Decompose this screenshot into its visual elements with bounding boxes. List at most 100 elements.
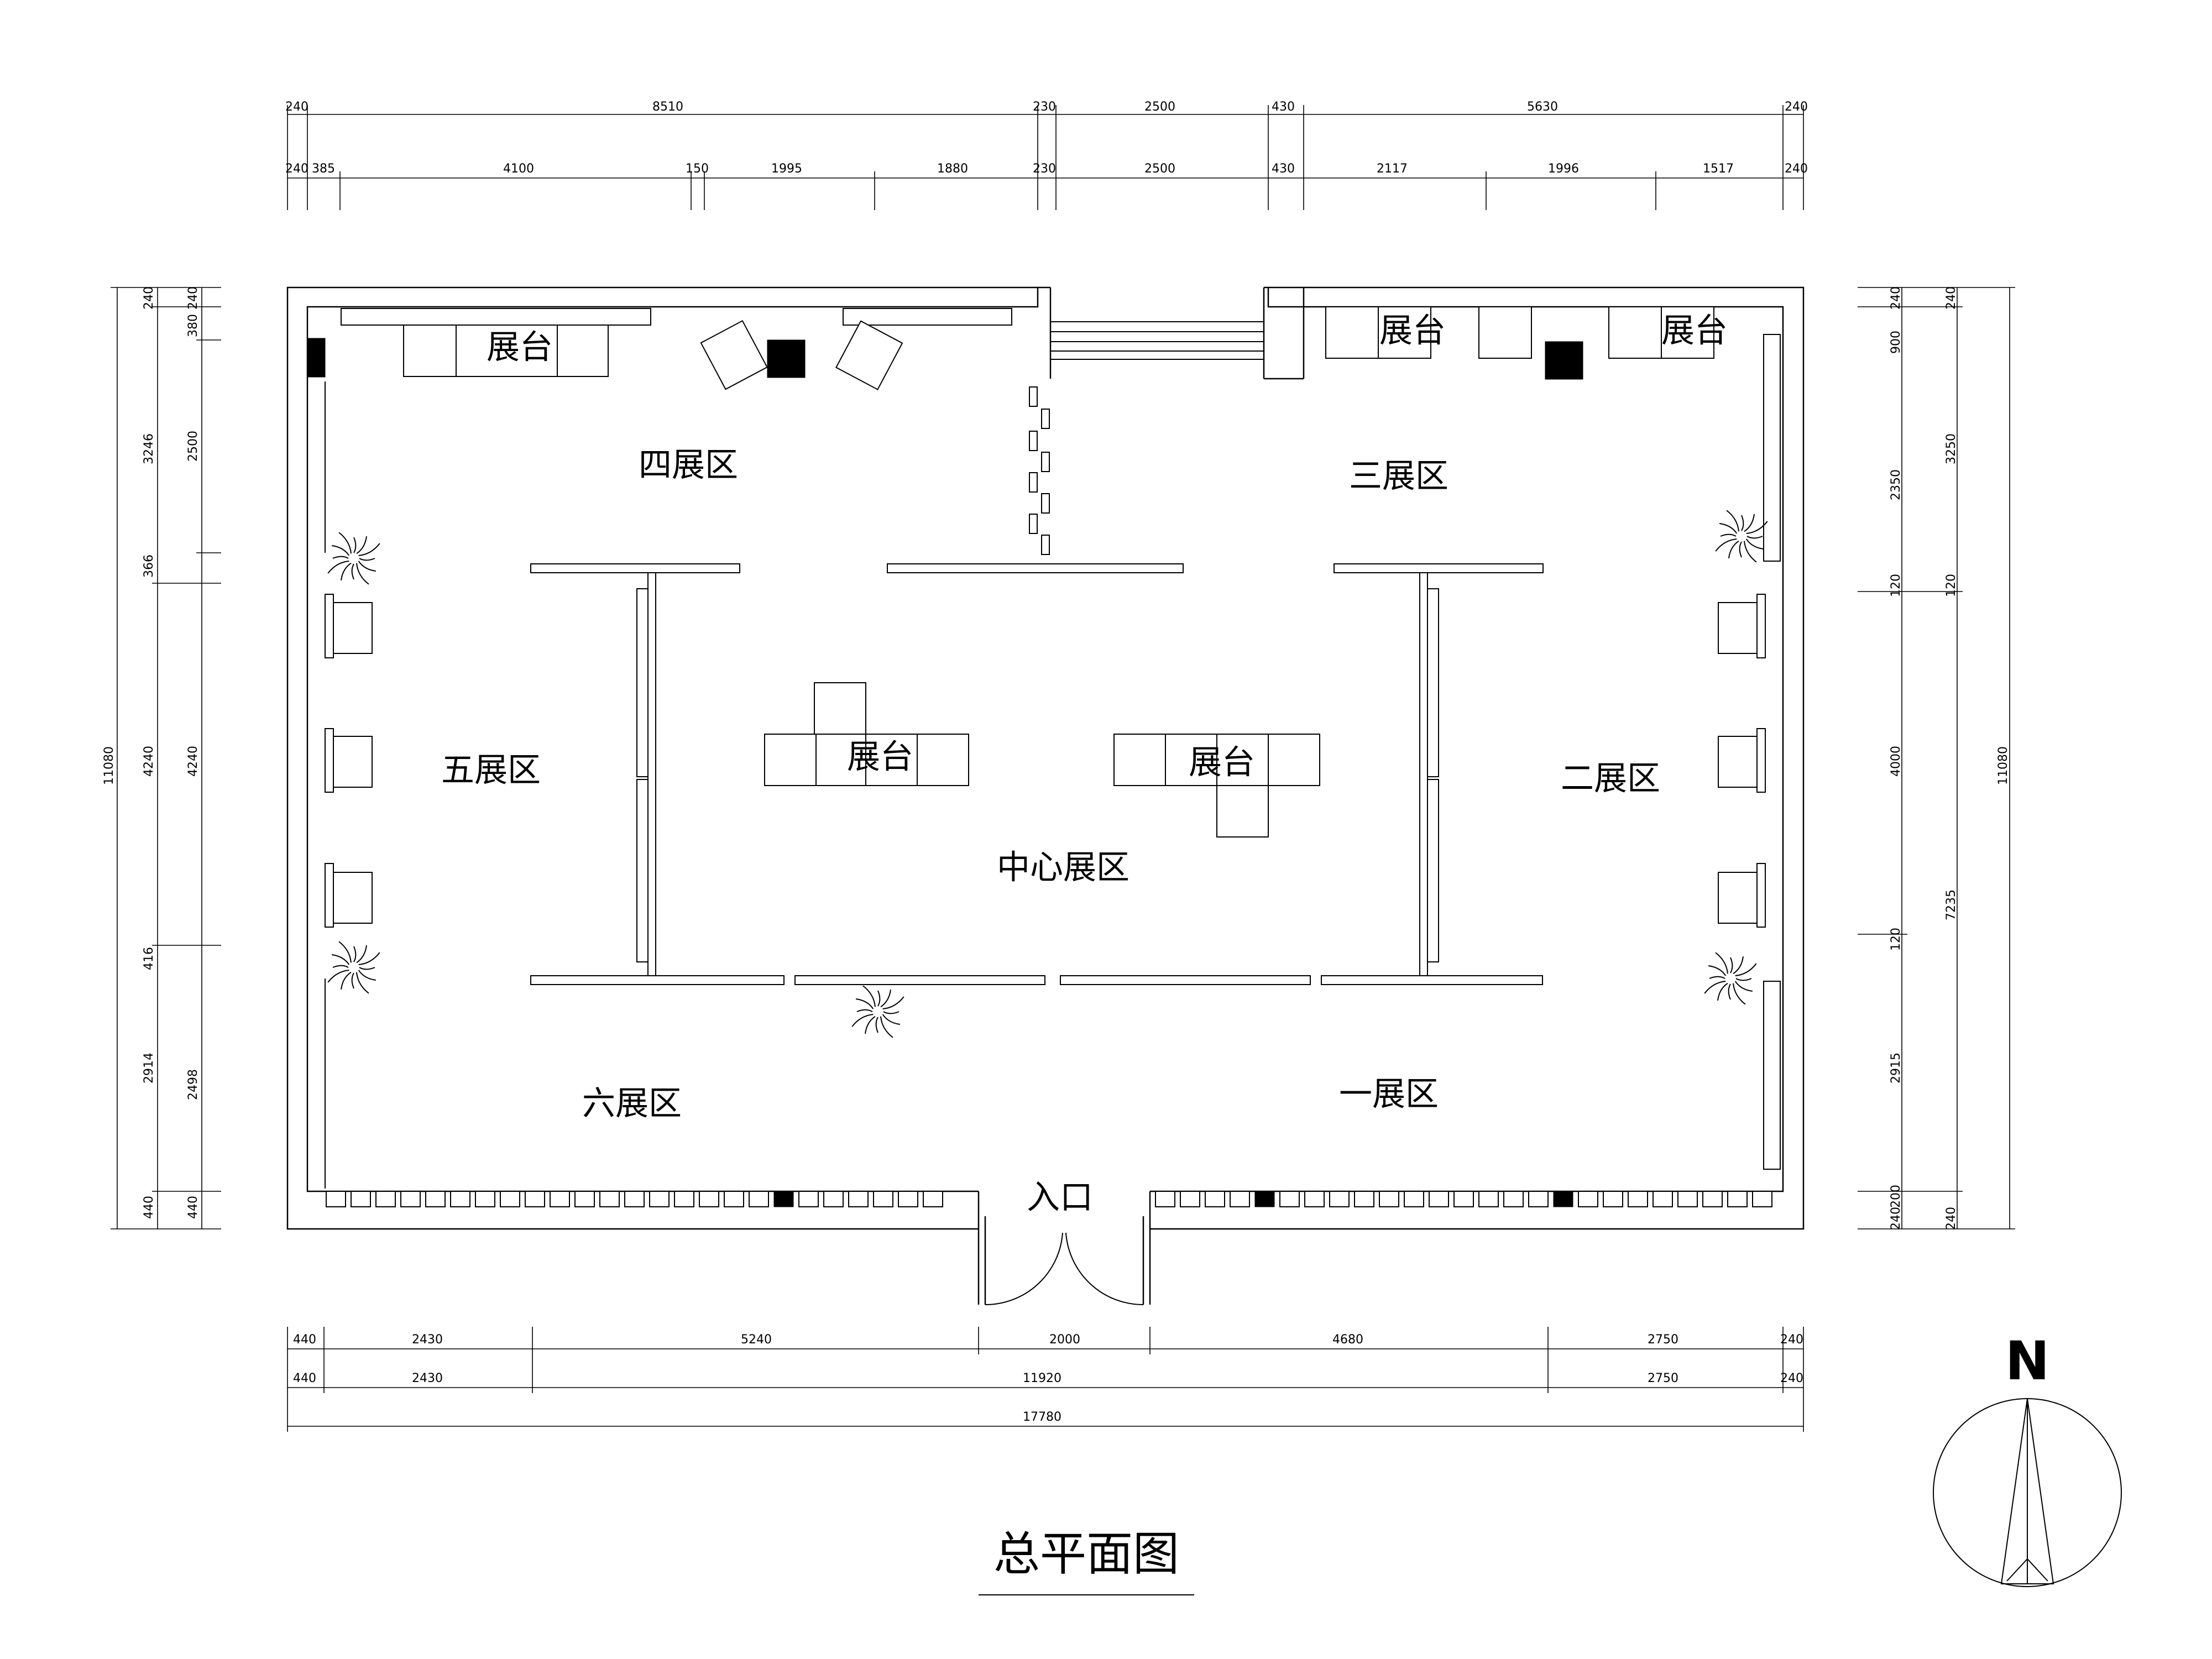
dim-top2-9: 430	[1272, 162, 1295, 176]
showcase-box	[400, 1191, 421, 1207]
showcase-box	[724, 1191, 744, 1207]
dim-right-in-8: 200	[1889, 1185, 1903, 1208]
dim-top2-5: 1995	[771, 162, 802, 176]
showcase-box	[1653, 1191, 1673, 1207]
outer-walls	[286, 286, 1805, 1306]
dim-top-4: 2500	[1144, 100, 1175, 114]
showcase-box	[1180, 1191, 1200, 1207]
showcase-box	[798, 1191, 819, 1207]
dim-left-mid-3: 366	[142, 554, 156, 578]
dim-top2-12: 1517	[1703, 162, 1734, 176]
entrance-label: 入口	[1027, 1179, 1093, 1217]
showcase-box	[574, 1191, 595, 1207]
zone-6-label: 六展区	[582, 1085, 682, 1123]
showcase-box	[649, 1191, 670, 1207]
showcase-box	[1304, 1191, 1325, 1207]
showcase-box	[848, 1191, 869, 1207]
showcase-box	[1503, 1191, 1524, 1207]
dim-bot2-4: 2750	[1648, 1372, 1678, 1385]
dim-bot-5: 4680	[1332, 1333, 1363, 1347]
showcase-box	[1155, 1191, 1175, 1207]
dim-bot2-2: 2430	[412, 1372, 443, 1385]
showcase-box	[1379, 1191, 1399, 1207]
showcase-box	[326, 1191, 346, 1207]
pillar	[1553, 1191, 1573, 1207]
dim-bot2-5: 240	[1780, 1372, 1803, 1385]
dim-top-2: 8510	[652, 100, 683, 114]
showcase-box	[749, 1191, 769, 1207]
booth-label: 展台	[1379, 312, 1446, 350]
dim-top-3: 230	[1033, 100, 1056, 114]
showcase-box	[1453, 1191, 1474, 1207]
pillar	[767, 339, 806, 378]
booth-label: 展台	[1189, 744, 1255, 782]
dim-right-in-7: 2915	[1889, 1053, 1903, 1084]
dim-left-mid-6: 2914	[142, 1053, 156, 1084]
showcase-box	[1230, 1191, 1250, 1207]
dim-top2-8: 2500	[1144, 162, 1175, 176]
pillar	[1545, 341, 1583, 380]
dim-left-mid-7: 440	[142, 1196, 156, 1219]
dim-right-in-3: 2350	[1889, 469, 1903, 500]
south-showcases	[326, 1191, 1772, 1207]
showcase-box	[1677, 1191, 1698, 1207]
showcase-box	[1404, 1191, 1424, 1207]
showcase-box	[1702, 1191, 1723, 1207]
zone-2-label: 二展区	[1561, 760, 1660, 798]
wall-cabinets	[325, 334, 1781, 1189]
dim-bot2-1: 440	[293, 1372, 316, 1385]
dim-top-5: 430	[1272, 100, 1295, 114]
dim-left-mid-2: 3246	[142, 433, 156, 464]
plants	[327, 510, 1768, 1038]
showcase-box	[1205, 1191, 1225, 1207]
north-displays	[307, 306, 1714, 555]
plant-icon	[1715, 510, 1768, 563]
showcase-box	[624, 1191, 645, 1207]
dim-left-mid-4: 4240	[142, 746, 156, 777]
showcase-box	[1603, 1191, 1623, 1207]
booth-label: 展台	[1661, 312, 1728, 350]
labels: 展台 展台 展台 展台 展台 四展区 三展区 五展区 二展区 中心展区 六展区 …	[441, 312, 1728, 1217]
dim-top2-7: 230	[1033, 162, 1056, 176]
right-dimensions: 240 900 2350 120 4000 120 2915 200 240 2…	[1858, 286, 2015, 1230]
dim-right-outer: 11080	[1996, 746, 2010, 785]
pillar	[1254, 1191, 1275, 1207]
showcase-box	[375, 1191, 396, 1207]
showcase-box	[1528, 1191, 1549, 1207]
dim-right-in-4: 120	[1889, 574, 1903, 597]
showcase-box	[450, 1191, 470, 1207]
dim-right-mid-1: 240	[1944, 286, 1958, 310]
showcase-box	[1354, 1191, 1374, 1207]
partitions	[530, 563, 1544, 985]
dim-right-in-2: 900	[1889, 331, 1903, 354]
dim-bot-2: 2430	[412, 1333, 443, 1347]
showcase-box	[1478, 1191, 1499, 1207]
dim-left-in-1: 240	[186, 286, 200, 310]
dim-bot-1: 440	[293, 1333, 316, 1347]
plant-icon	[851, 985, 904, 1038]
zone-4-label: 四展区	[639, 446, 738, 485]
plant-icon	[327, 532, 380, 585]
pillar	[307, 338, 326, 378]
dim-top2-11: 1996	[1548, 162, 1579, 176]
showcase-box	[1628, 1191, 1648, 1207]
dim-top2-6: 1880	[937, 162, 968, 176]
dim-bot2-3: 11920	[1023, 1372, 1061, 1385]
booth-label: 展台	[487, 328, 553, 367]
dim-top2-3: 4100	[503, 162, 534, 176]
showcase-box	[1727, 1191, 1748, 1207]
plant-icon	[1704, 952, 1757, 1005]
showcase-box	[1279, 1191, 1300, 1207]
showcase-box	[475, 1191, 495, 1207]
showcase-box	[674, 1191, 694, 1207]
showcase-box	[873, 1191, 893, 1207]
dim-left-in-5: 2498	[186, 1069, 200, 1100]
dim-top2-13: 240	[1785, 162, 1808, 176]
dim-left-in-3: 2500	[186, 431, 200, 462]
drawing-title: 总平面图	[993, 1527, 1179, 1581]
showcase-box	[898, 1191, 918, 1207]
north-arrow: N	[1933, 1330, 2122, 1587]
dim-bot-3: 5240	[741, 1333, 772, 1347]
north-label: N	[2005, 1330, 2049, 1392]
